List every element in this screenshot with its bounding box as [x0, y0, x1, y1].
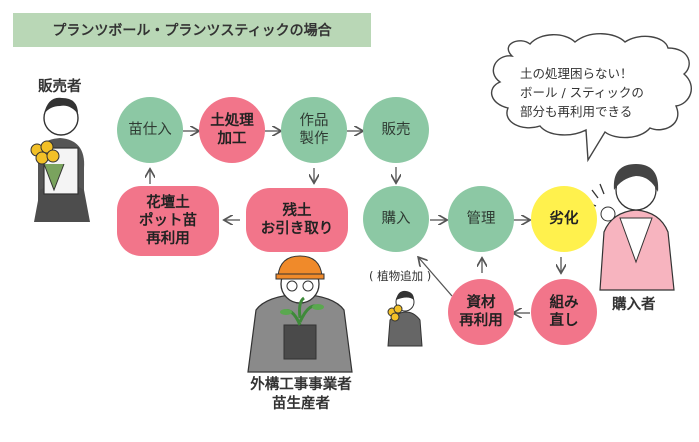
node-tsuchi-shori: 土処理 加工	[199, 97, 265, 163]
diagram-title: プランツボール・プランツスティックの場合	[13, 13, 371, 47]
node-sakuhin-seisaku: 作品 製作	[281, 97, 347, 163]
node-hanbai: 販売	[363, 97, 429, 163]
node-nae-shiire: 苗仕入	[117, 97, 183, 163]
buyer-illustration	[587, 164, 675, 291]
note-add-plants: ( 植物追加 )	[369, 269, 432, 283]
node-rekka: 劣化	[531, 186, 597, 252]
small-buyer-illustration	[387, 290, 423, 347]
contractor-illustration	[247, 255, 353, 373]
node-kanri: 管理	[448, 186, 514, 252]
label-contractor: 外構工事事業者 苗生産者	[250, 377, 352, 412]
seller-illustration	[30, 97, 90, 222]
label-buyer: 購入者	[612, 297, 656, 313]
node-kumi-naoshi: 組み 直し	[531, 279, 597, 345]
node-kadan-sairiyou: 花壇土 ポット苗 再利用	[117, 186, 219, 256]
label-seller: 販売者	[38, 79, 82, 95]
arrow-shizai-to-konyu	[419, 258, 453, 297]
speech-bubble	[490, 33, 693, 163]
node-konyu: 購入	[363, 186, 429, 252]
node-shizai-sairiyou: 資材 再利用	[448, 279, 514, 345]
node-zando-ohikitori: 残土 お引き取り	[246, 188, 348, 252]
speech-bubble-text: 土の処理困らない！ ボール / スティックの 部分も再利用できる	[520, 66, 644, 119]
